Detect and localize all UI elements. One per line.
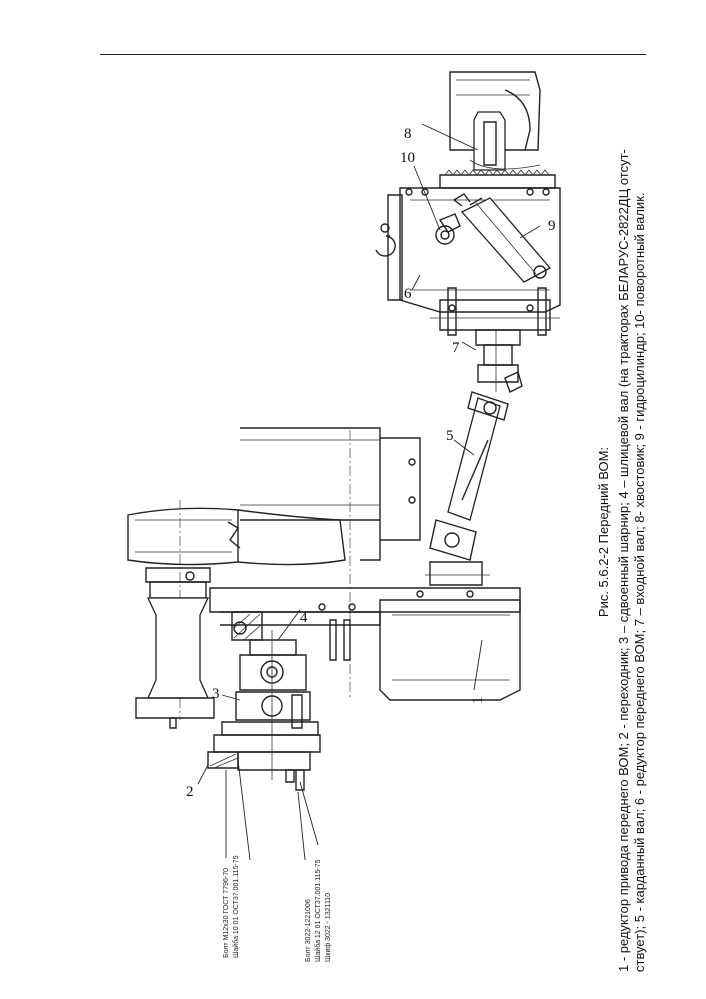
callout-10: 10 <box>400 150 415 166</box>
adapter <box>207 721 321 791</box>
callout-1: 1 <box>470 697 486 705</box>
callout-4: 4 <box>300 610 308 626</box>
cardan-shaft <box>425 391 509 586</box>
figure-title: Рис. 5.6.2-2 Передний ВОМ: <box>596 446 611 618</box>
spec-washer-2: Шайба 12 01 ОСТ37.001.115-75 <box>314 859 322 962</box>
input-shaft <box>475 329 523 393</box>
front-pto-gearbox <box>375 71 561 336</box>
caption-line-2: ствует); 5 - карданный вал; 6 - редуктор… <box>632 192 647 973</box>
callout-8: 8 <box>404 126 412 142</box>
callout-3: 3 <box>212 686 220 702</box>
spec-labels: Болт М12х30 ГОСТ 7796-70 Шайба 10 01 ОСТ… <box>223 855 240 958</box>
pulley <box>135 567 215 729</box>
figure-caption: Рис. 5.6.2-2 Передний ВОМ: 1 - редуктор … <box>596 92 648 972</box>
callout-5: 5 <box>446 428 454 444</box>
pto-drive-reducer <box>209 587 521 701</box>
callout-7: 7 <box>452 340 460 356</box>
spec-washer-1: Шайба 10 01 ОСТ37.001.115-75 <box>232 855 240 958</box>
callout-9: 9 <box>548 218 556 234</box>
header-rule <box>100 54 646 55</box>
callout-leaders <box>197 123 541 861</box>
spec-labels-2: Болт 3022-1221006 Шайба 12 01 ОСТ37.001.… <box>305 859 332 962</box>
spec-pulley: Шкиф 3022 - 1321110 <box>325 893 332 962</box>
spec-bolt-2: Болт 3022-1221006 <box>305 899 312 962</box>
callout-6: 6 <box>404 286 412 302</box>
double-joint <box>235 630 311 780</box>
caption-line-1: 1 - редуктор привода переднего ВОМ; 2 - … <box>616 149 631 972</box>
spec-bolt-1: Болт М12х30 ГОСТ 7796-70 <box>223 868 230 958</box>
callout-2: 2 <box>186 784 194 800</box>
